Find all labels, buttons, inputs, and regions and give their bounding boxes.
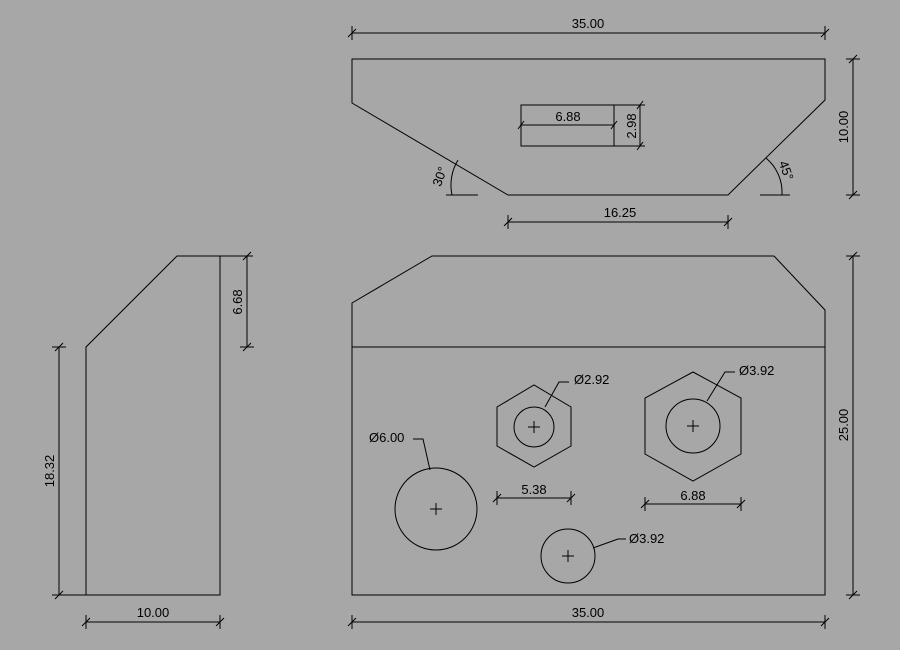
side-height-label: 18.32 xyxy=(42,455,57,488)
hex-large-diameter-leader: Ø3.92 xyxy=(706,363,774,402)
hex-nut-large xyxy=(644,371,742,482)
slot-height-dimension: 2.98 xyxy=(614,100,645,151)
side-top-dimension: 6.68 xyxy=(220,251,254,352)
front-view: Ø2.92 5.38 Ø3.92 6.88 xyxy=(347,251,860,629)
top-height-dimension: 10.00 xyxy=(836,54,860,200)
top-width-dimension: 35.00 xyxy=(347,16,830,40)
top-height-label: 10.00 xyxy=(836,111,851,144)
circle-small xyxy=(540,528,596,584)
hex-small-width-dimension: 5.38 xyxy=(492,482,576,505)
hex-large-diameter-label: Ø3.92 xyxy=(739,363,774,378)
side-width-dimension: 10.00 xyxy=(81,605,225,629)
front-width-label: 35.00 xyxy=(572,605,605,620)
circle-small-diameter-leader: Ø3.92 xyxy=(592,531,664,549)
slot-width-dimension: 6.88 xyxy=(517,109,618,130)
circle-large xyxy=(394,467,478,551)
top-bottom-dimension: 16.25 xyxy=(503,205,733,229)
circle-large-diameter-label: Ø6.00 xyxy=(369,430,404,445)
angle-left-label: 30° xyxy=(429,165,450,189)
side-width-label: 10.00 xyxy=(137,605,170,620)
side-top-label: 6.68 xyxy=(230,289,245,314)
side-view-outline xyxy=(85,255,221,596)
hex-small-diameter-leader: Ø2.92 xyxy=(544,372,609,408)
side-view: 6.68 18.32 10.00 xyxy=(42,251,254,629)
top-view-outline xyxy=(351,58,826,196)
side-height-dimension: 18.32 xyxy=(42,342,86,600)
slot-width-label: 6.88 xyxy=(555,109,580,124)
angle-left-dimension: 30° xyxy=(429,159,478,196)
circle-large-diameter-leader: Ø6.00 xyxy=(369,430,431,471)
hex-small-diameter-label: Ø2.92 xyxy=(574,372,609,387)
angle-right-dimension: 45° xyxy=(760,157,797,196)
front-width-dimension: 35.00 xyxy=(347,605,830,629)
front-view-outline xyxy=(351,255,826,596)
front-height-dimension: 25.00 xyxy=(836,251,860,600)
hex-nut-small xyxy=(496,384,572,468)
hex-large-width-dimension: 6.88 xyxy=(640,488,746,511)
hex-large-width-label: 6.88 xyxy=(680,488,705,503)
hex-small-width-label: 5.38 xyxy=(521,482,546,497)
slot-height-label: 2.98 xyxy=(624,113,639,138)
front-height-label: 25.00 xyxy=(836,409,851,442)
circle-small-diameter-label: Ø3.92 xyxy=(629,531,664,546)
top-view: 35.00 10.00 16.25 6.88 xyxy=(347,16,860,229)
top-bottom-label: 16.25 xyxy=(604,205,637,220)
angle-right-label: 45° xyxy=(776,159,797,183)
top-width-label: 35.00 xyxy=(572,16,605,31)
